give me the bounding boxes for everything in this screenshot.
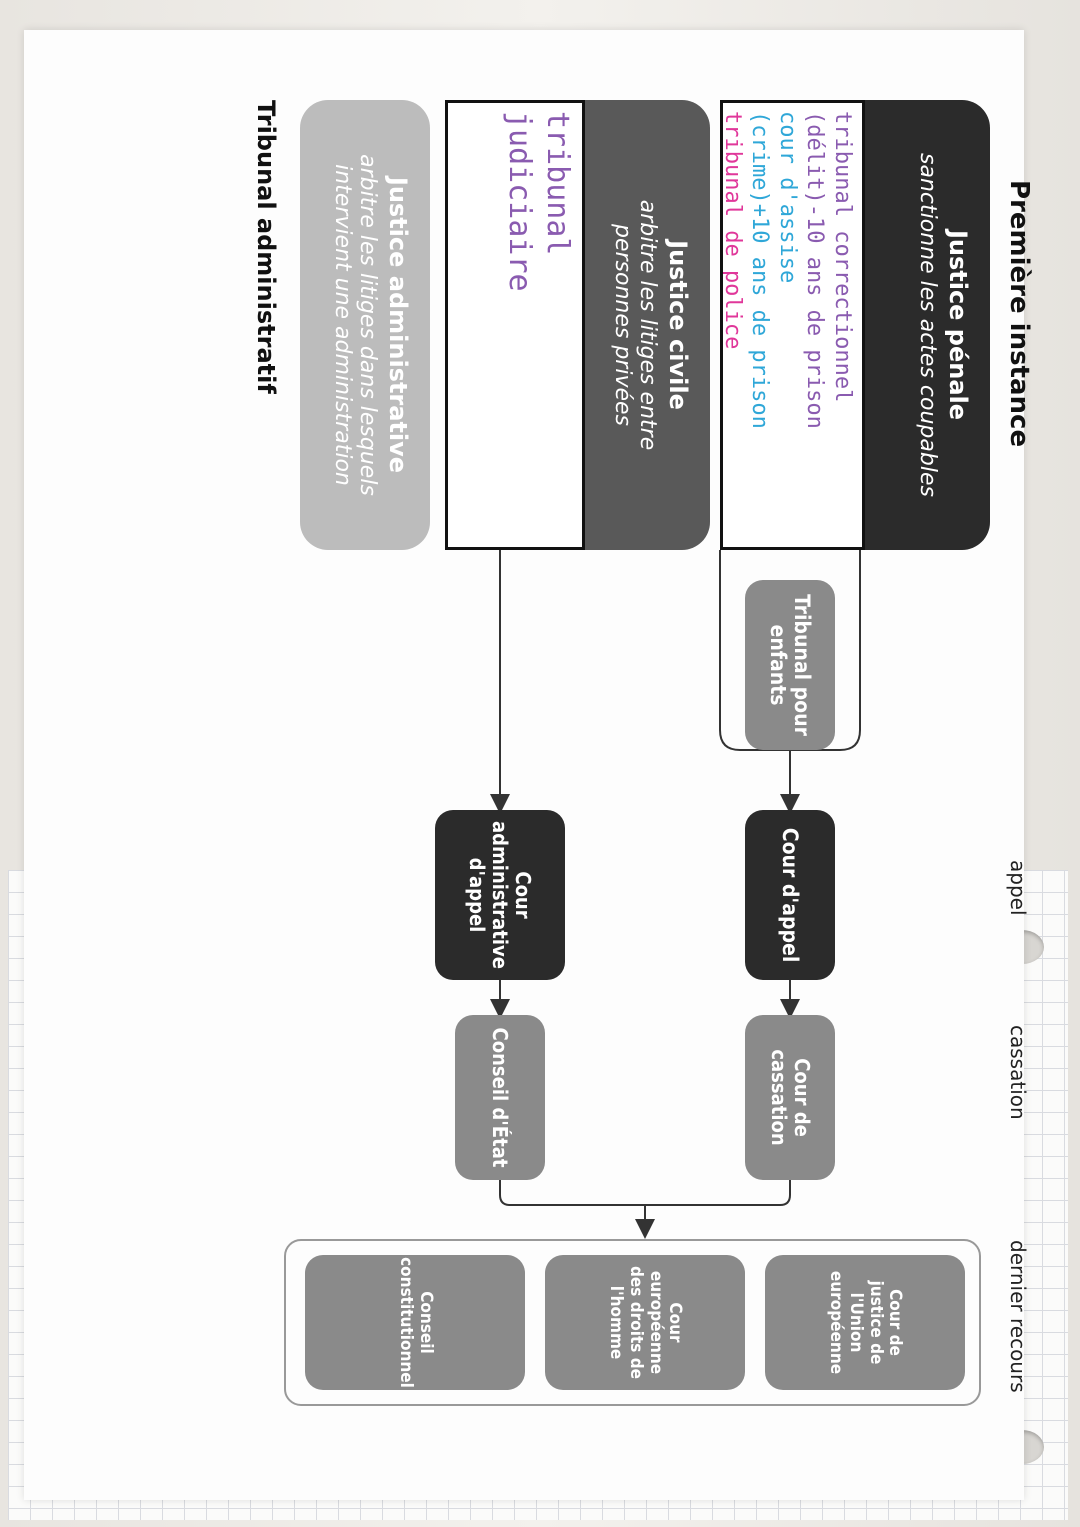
- connector-supreme-courts: [499, 1180, 791, 1206]
- civile-header: Justice civile arbitre les litiges entre…: [580, 100, 710, 550]
- dernier-recours-frame: [284, 1239, 981, 1406]
- cour-justice-ue-node: Cour de justice de l'Union européenne: [765, 1255, 965, 1390]
- civile-title: Justice civile: [664, 240, 692, 410]
- penale-note-5: tribunal de police: [720, 111, 745, 350]
- connector-lines: [284, 550, 981, 1406]
- penale-note-2: (délit)-10 ans de prison: [802, 111, 828, 429]
- civile-handwritten-box: tribunal judiciaire: [445, 100, 585, 550]
- administrative-subtitle-1: arbitre les litiges dans lesquels: [355, 154, 380, 496]
- penale-header: Justice pénale sanctionne les actes coup…: [860, 100, 990, 550]
- penale-handwritten-box: tribunal correctionnel (délit)-10 ans de…: [720, 100, 865, 550]
- penale-title: Justice pénale: [944, 229, 972, 421]
- civile-subtitle-1: arbitre les litiges entre: [635, 199, 660, 451]
- civile-note-2: judiciaire: [502, 111, 538, 292]
- cedh-node: Cour européenne des droits de l'homme: [545, 1255, 745, 1390]
- penale-note-3: cour d'assise: [775, 111, 800, 284]
- administrative-header: Justice administrative arbitre les litig…: [300, 100, 430, 550]
- cour-administrative-appel-node: Cour administrative d'appel: [435, 810, 565, 980]
- civile-note-1: tribunal: [540, 111, 575, 256]
- conseil-etat-node: Conseil d'État: [455, 1015, 545, 1180]
- penale-note-4: (crime)+10 ans de prison: [747, 111, 773, 429]
- cour-appel-node: Cour d'appel: [745, 810, 835, 980]
- administrative-title: Justice administrative: [384, 176, 412, 474]
- tribunal-pour-enfants-node: Tribunal pour enfants: [745, 580, 835, 750]
- penale-note-1: tribunal correctionnel: [830, 111, 855, 403]
- tribunal-administratif-label: Tribunal administratif: [252, 100, 280, 394]
- cour-cassation-node: Cour de cassation: [745, 1015, 835, 1180]
- diagram-canvas: Première instance appel cassation dernie…: [0, 40, 1040, 1500]
- conseil-constitutionnel-node: Conseil constitutionnel: [305, 1255, 525, 1390]
- administrative-subtitle-2: intervient une administration: [330, 164, 355, 486]
- civile-subtitle-2: personnes privées: [610, 223, 635, 427]
- penale-subtitle: sanctionne les actes coupables: [915, 153, 940, 497]
